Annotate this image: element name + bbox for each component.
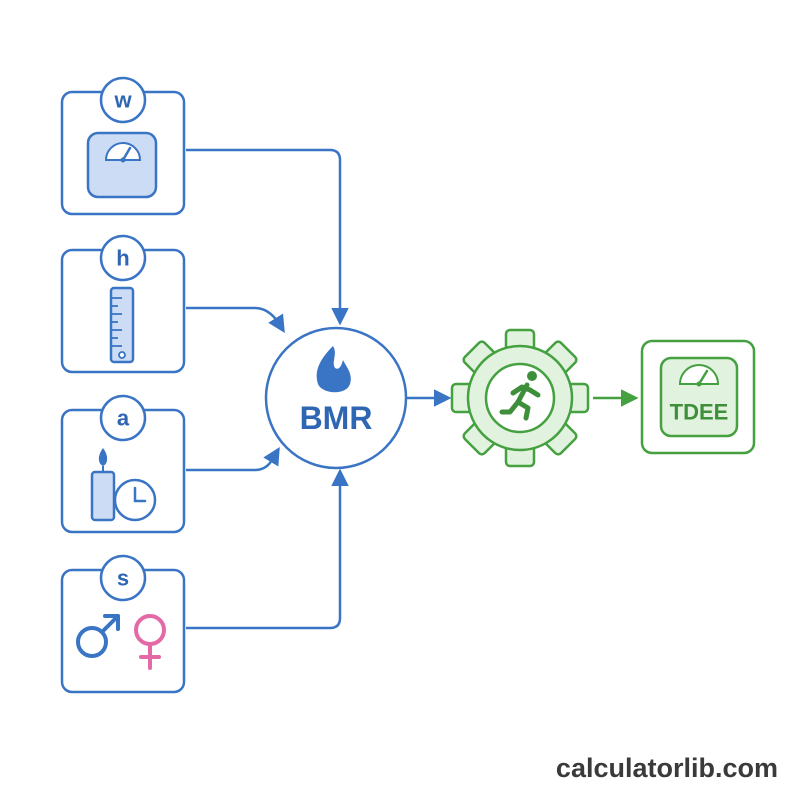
flame-icon xyxy=(316,346,351,393)
badge-age xyxy=(99,394,147,442)
badge-weight xyxy=(99,76,147,124)
male-symbol-icon xyxy=(76,614,120,658)
badge-sex-letter: s xyxy=(117,566,129,591)
bmr-node: BMR xyxy=(264,326,408,470)
connectors xyxy=(186,148,452,630)
tdee-label: TDEE xyxy=(670,400,729,425)
input-card-sex: s xyxy=(60,554,186,694)
badge-height-letter: h xyxy=(116,246,129,271)
scale-gauge-icon xyxy=(659,356,739,438)
gender-symbols-icon xyxy=(76,614,166,670)
badge-sex xyxy=(99,554,147,602)
tdee-node: TDEE xyxy=(640,339,756,455)
connector-weight-to-bmr xyxy=(186,148,349,326)
candle-clock-icon xyxy=(90,448,157,522)
input-card-age: a xyxy=(60,394,186,534)
connector-age-to-bmr xyxy=(186,446,280,472)
bmr-label: BMR xyxy=(300,400,373,436)
watermark-text: calculatorlib.com xyxy=(555,753,778,783)
female-symbol-icon xyxy=(134,614,166,670)
connector-height-to-bmr xyxy=(186,306,285,333)
badge-age-letter: a xyxy=(117,406,130,431)
badge-weight-letter: w xyxy=(113,88,132,113)
connector-sex-to-bmr xyxy=(186,468,349,630)
running-person-icon xyxy=(499,371,541,421)
input-card-height: h xyxy=(60,234,186,374)
weight-scale-icon xyxy=(86,131,158,199)
ruler-icon xyxy=(109,286,135,364)
gear-running-person-icon xyxy=(450,328,590,468)
badge-height xyxy=(99,234,147,282)
input-card-weight: w xyxy=(60,76,186,216)
